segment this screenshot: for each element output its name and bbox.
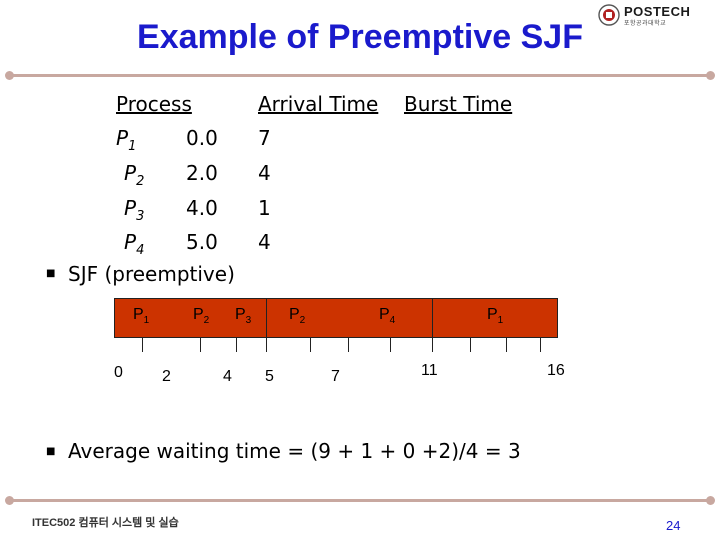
header-arrival-time: Arrival Time [258, 92, 379, 116]
gantt-segment-label: P1 [487, 306, 504, 327]
row-4-burst: 4 [258, 230, 271, 254]
gantt-tick [470, 338, 471, 352]
gantt-segment-label: P2 [193, 306, 210, 327]
bullet-sjf-icon: ■ [46, 268, 56, 279]
gantt-tick [390, 338, 391, 352]
gantt-bar [114, 298, 558, 338]
gantt-time-label: 2 [162, 368, 171, 385]
footer-course: ITEC502 컴퓨터 시스템 및 실습 [32, 517, 179, 529]
header-process: Process [116, 92, 192, 116]
bullet-average-text: Average waiting time = (9 + 1 + 0 +2)/4 … [68, 439, 521, 463]
row-1-burst: 7 [258, 126, 271, 150]
row-3-burst: 1 [258, 196, 271, 220]
row-2-process: P2 [124, 161, 145, 189]
slide-title: Example of Preemptive SJF [137, 18, 583, 56]
gantt-time-label: 5 [265, 368, 274, 385]
gantt-tick [540, 338, 541, 352]
logo-subtext: 포항공과대학교 [624, 21, 667, 27]
gantt-time-label: 16 [547, 362, 565, 379]
gantt-segment-label: P2 [289, 306, 306, 327]
row-1-arrival: 0.0 [186, 126, 218, 150]
row-2-burst: 4 [258, 161, 271, 185]
gantt-segment-label: P4 [379, 306, 396, 327]
gantt-tick [348, 338, 349, 352]
gantt-segment-label: P3 [235, 306, 252, 327]
row-3-process: P3 [124, 196, 145, 224]
bullet-sjf-text: SJF (preemptive) [68, 262, 235, 286]
row-2-arrival: 2.0 [186, 161, 218, 185]
gantt-tick [432, 338, 433, 352]
gantt-tick [310, 338, 311, 352]
row-3-arrival: 4.0 [186, 196, 218, 220]
gantt-tick [506, 338, 507, 352]
gantt-time-label: 7 [331, 368, 340, 385]
gantt-tick [142, 338, 143, 352]
bottom-rule-left-dot [5, 496, 14, 505]
page-number: 24 [666, 518, 681, 533]
row-4-process: P4 [124, 230, 145, 258]
gantt-segment-label: P1 [133, 306, 150, 327]
header-burst-time: Burst Time [404, 92, 513, 116]
bullet-average-icon: ■ [46, 446, 56, 457]
gantt-tick [200, 338, 201, 352]
bottom-rule [10, 499, 714, 502]
postech-emblem-icon [598, 4, 620, 26]
row-1-process: P1 [116, 126, 137, 154]
top-rule-right-dot [706, 71, 715, 80]
gantt-time-label: 0 [114, 364, 123, 381]
gantt-divider [432, 298, 433, 338]
gantt-divider [266, 298, 267, 338]
row-4-arrival: 5.0 [186, 230, 218, 254]
gantt-tick [236, 338, 237, 352]
logo-text: POSTECH [624, 4, 691, 19]
gantt-time-label: 4 [223, 368, 232, 385]
gantt-time-label: 11 [421, 362, 438, 379]
top-rule-left-dot [5, 71, 14, 80]
postech-logo: POSTECH 포항공과대학교 [598, 4, 716, 28]
top-rule [10, 74, 714, 77]
gantt-tick [266, 338, 267, 352]
bottom-rule-right-dot [706, 496, 715, 505]
